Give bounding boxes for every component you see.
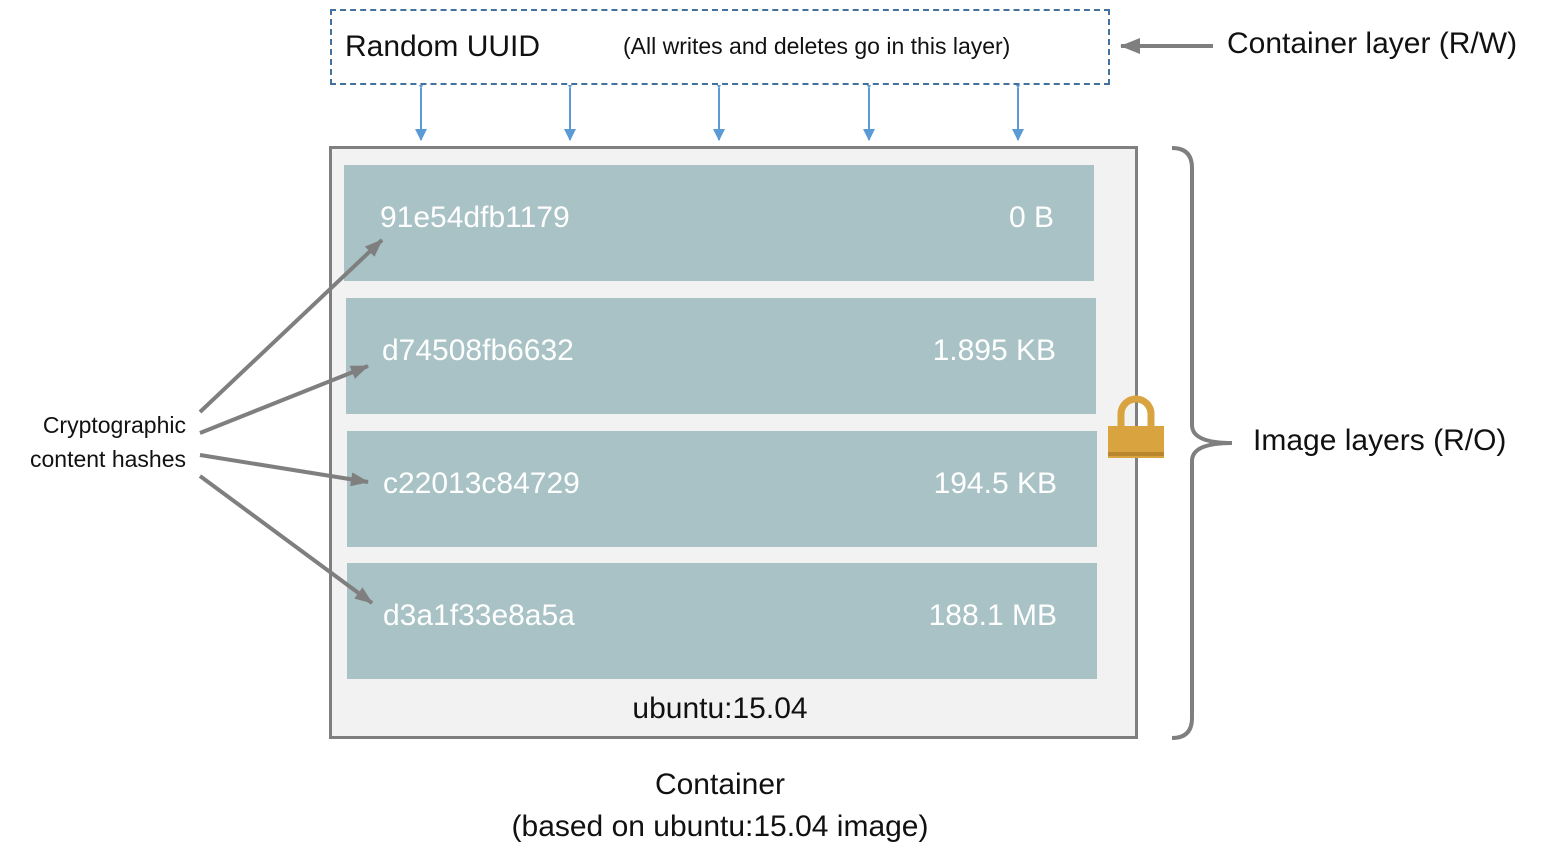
image-layer: 91e54dfb1179 0 B xyxy=(344,165,1094,281)
layer-hash: d3a1f33e8a5a xyxy=(383,599,575,632)
layer-hash: 91e54dfb1179 xyxy=(380,201,570,234)
image-layer: d3a1f33e8a5a 188.1 MB xyxy=(347,563,1097,679)
hashes-label: Cryptographic content hashes xyxy=(0,408,186,476)
container-layer-note: (All writes and deletes go in this layer… xyxy=(623,33,1011,59)
layer-hash: c22013c84729 xyxy=(383,467,580,500)
container-layer-id: Random UUID xyxy=(345,30,541,63)
layer-size: 1.895 KB xyxy=(932,334,1056,367)
hashes-label-line: content hashes xyxy=(29,446,186,472)
layer-size: 0 B xyxy=(1008,201,1054,234)
image-layer: c22013c84729 194.5 KB xyxy=(347,431,1097,547)
layer-size: 194.5 KB xyxy=(933,467,1057,500)
container-subtitle: (based on ubuntu:15.04 image) xyxy=(511,810,929,843)
lock-icon xyxy=(1108,395,1164,458)
rw-arrows xyxy=(415,77,1024,141)
container-rw-layer xyxy=(330,9,1110,85)
image-layers-brace xyxy=(1171,146,1233,740)
container-layer-label: Container layer (R/W) xyxy=(1227,27,1518,60)
image-layers-label: Image layers (R/O) xyxy=(1253,424,1507,457)
hashes-label-line: Cryptographic xyxy=(42,412,186,438)
image-name: ubuntu:15.04 xyxy=(632,692,808,725)
layer-size: 188.1 MB xyxy=(928,599,1057,632)
image-layer: d74508fb6632 1.895 KB xyxy=(346,298,1096,414)
layer-hash: d74508fb6632 xyxy=(382,334,574,367)
container-title: Container xyxy=(654,768,786,801)
